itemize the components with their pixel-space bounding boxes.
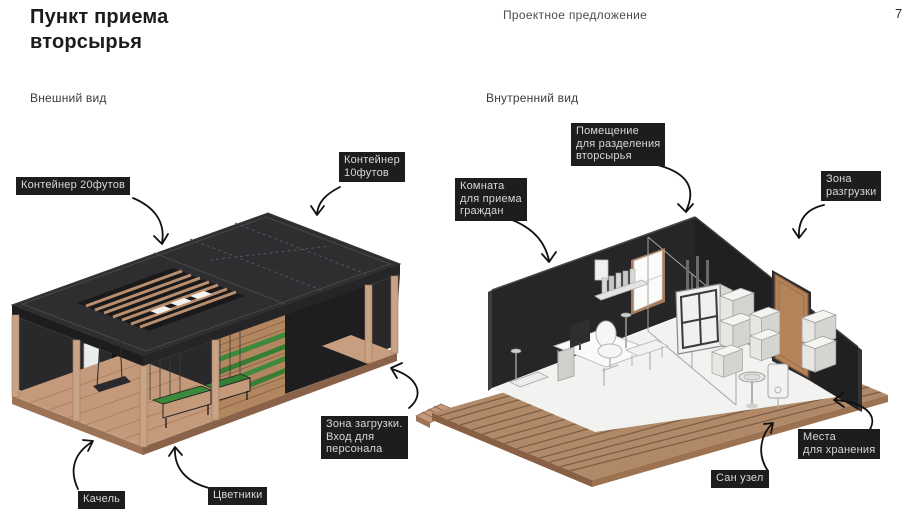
arrow-to-swing (72, 439, 94, 490)
arrow-to-loading-zone (390, 362, 419, 409)
label-reception-room: Комната для приема граждан (455, 178, 527, 221)
exterior-illustration (10, 212, 456, 455)
label-loading-zone: Зона загрузки. Вход для персонала (321, 416, 408, 459)
label-storage: Места для хранения (798, 429, 881, 459)
arrow-to-storage (833, 392, 874, 432)
label-sorting-room: Помещение для разделения вторсырья (571, 123, 666, 166)
page-title: Пункт приема вторсырья (30, 6, 169, 53)
page-number: 7 (895, 6, 903, 21)
label-swing: Качель (78, 491, 126, 509)
arrow-to-reception-room (499, 215, 557, 263)
label-container-10ft: Контейнер 10футов (339, 152, 405, 182)
label-flowerbeds: Цветники (208, 487, 268, 505)
exterior-view-subtitle: Внешний вид (30, 91, 107, 105)
label-bathroom: Сан узел (711, 470, 769, 488)
arrow-to-container20 (132, 197, 169, 245)
arrow-to-flowerbeds (168, 446, 210, 489)
arrow-to-container10 (310, 186, 341, 216)
interior-view-subtitle: Внутренний вид (486, 91, 579, 105)
label-container-20ft: Контейнер 20футов (16, 177, 131, 195)
arrow-to-sorting-room (652, 163, 694, 213)
header-subtitle: Проектное предложение (503, 8, 648, 22)
arrow-to-unloading-zone (792, 204, 825, 239)
arrow-to-bathroom (760, 422, 774, 472)
label-unloading-zone: Зона разгрузки (821, 171, 882, 201)
interior-illustration (432, 216, 888, 487)
